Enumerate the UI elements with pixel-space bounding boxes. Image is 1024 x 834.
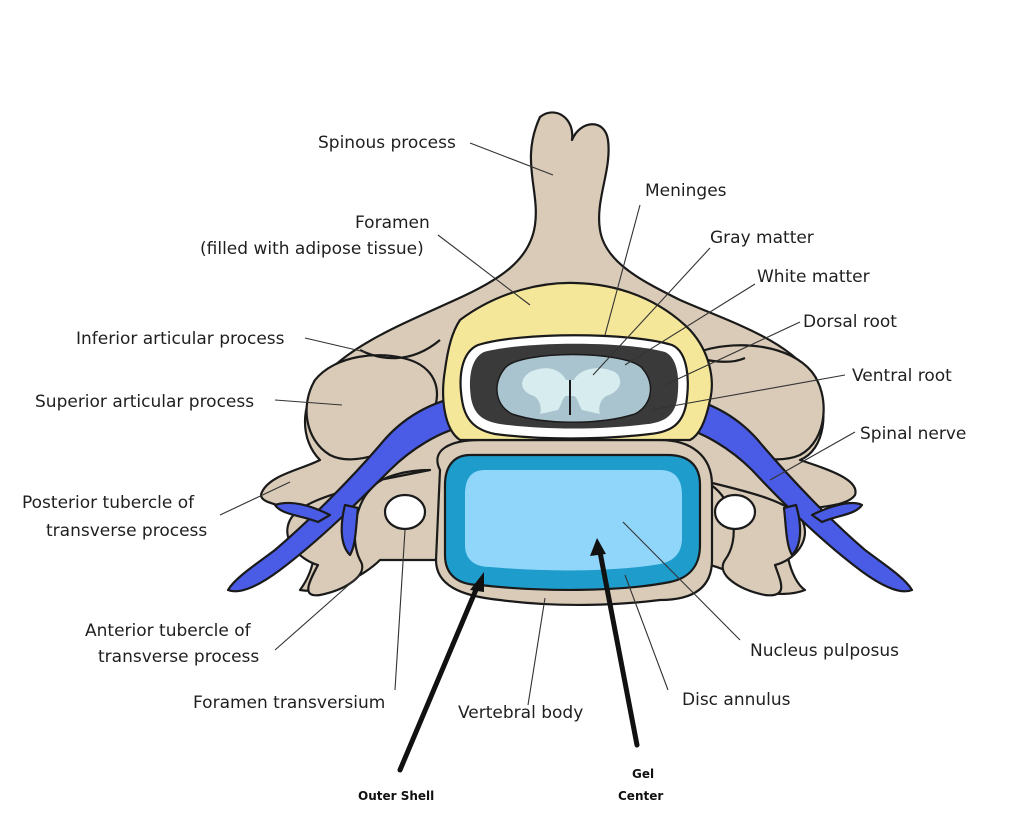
label-vertebral-body: Vertebral body xyxy=(458,703,583,723)
label-disc-annulus: Disc annulus xyxy=(682,690,791,710)
label-ventral-root: Ventral root xyxy=(852,366,952,386)
foramen-transversium-right xyxy=(713,493,757,531)
label-meninges: Meninges xyxy=(645,181,727,201)
label-foramen-transversium: Foramen transversium xyxy=(193,693,385,713)
leader-lines xyxy=(219,142,856,706)
label-nucleus-pulposus: Nucleus pulposus xyxy=(750,641,899,661)
right-spinal-nerve xyxy=(670,393,914,593)
spinal-cord xyxy=(459,334,689,440)
label-inferior-articular-process: Inferior articular process xyxy=(76,329,285,349)
nucleus-pulposus xyxy=(465,470,682,571)
annotation-outer-shell: Outer Shell xyxy=(358,789,434,803)
label-white-matter: White matter xyxy=(757,267,870,287)
annotation-center: Center xyxy=(618,789,663,803)
spinal-nerves xyxy=(226,393,914,593)
label-posterior-tubercle: Posterior tubercle of xyxy=(22,493,195,513)
left-spinal-nerve xyxy=(226,393,472,593)
label-spinous-process: Spinous process xyxy=(318,133,456,153)
label-anterior-tubercle-sub: transverse process xyxy=(98,647,259,667)
label-gray-matter: Gray matter xyxy=(710,228,814,248)
label-anterior-tubercle: Anterior tubercle of xyxy=(85,621,252,641)
label-spinal-nerve: Spinal nerve xyxy=(860,424,966,444)
label-foramen: Foramen xyxy=(355,213,430,233)
label-dorsal-root: Dorsal root xyxy=(803,312,897,332)
label-superior-articular-process: Superior articular process xyxy=(35,392,254,412)
intervertebral-disc xyxy=(443,453,702,592)
annotation-arrows xyxy=(397,538,640,773)
foramen-transversium-left xyxy=(383,493,427,531)
label-foramen-sub: (filled with adipose tissue) xyxy=(200,239,424,259)
label-posterior-tubercle-sub: transverse process xyxy=(46,521,207,541)
annotation-gel: Gel xyxy=(632,767,654,781)
gray-matter xyxy=(522,368,621,414)
